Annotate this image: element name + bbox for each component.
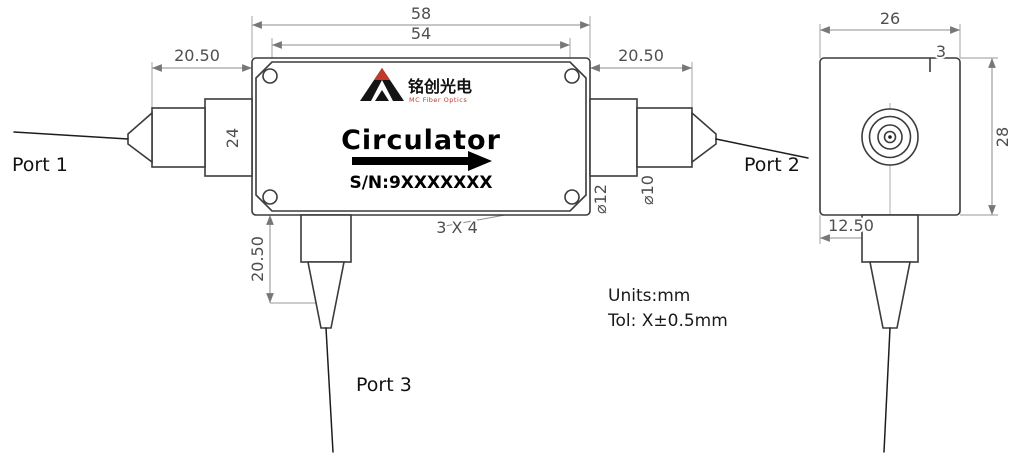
logo-text-en: MC Fiber Optics bbox=[409, 96, 467, 104]
screw-hole bbox=[262, 68, 278, 84]
front-view bbox=[13, 57, 809, 453]
dim-flange-dia: ⌀12 bbox=[591, 184, 610, 214]
dim-flange-size: 24 bbox=[223, 128, 242, 148]
side-port-boot bbox=[869, 261, 911, 329]
dim-side-width: 26 bbox=[880, 9, 900, 28]
dim-chamfer: 3 X 4 bbox=[436, 218, 478, 237]
dimension-labels: 58 54 20.50 20.50 24 20.50 3 X 4 ⌀12 ⌀10… bbox=[172, 2, 1014, 284]
port-labels: Port 1 Port 2 Port 3 bbox=[12, 154, 800, 396]
port2-label: Port 2 bbox=[744, 154, 800, 176]
port1-fiber bbox=[13, 131, 129, 140]
dim-side-step: 3 bbox=[936, 42, 946, 61]
port3-fiber bbox=[325, 327, 334, 453]
dim-cylinder-dia: ⌀10 bbox=[638, 175, 657, 205]
logo-text-cn: 铭创光电 bbox=[408, 77, 472, 96]
dim-port3-length: 20.50 bbox=[248, 236, 267, 282]
port1-boot bbox=[127, 111, 153, 164]
screw-hole bbox=[564, 68, 580, 84]
port1-cylinder bbox=[151, 107, 206, 168]
dim-lid-width: 54 bbox=[411, 24, 431, 43]
units-note: Units:mm bbox=[608, 286, 690, 306]
port3-label: Port 3 bbox=[356, 374, 412, 396]
body-lid-chamfered bbox=[255, 61, 587, 212]
port2-boot bbox=[691, 111, 717, 164]
logo-inner-peak bbox=[375, 90, 389, 101]
port2-cylinder bbox=[636, 107, 693, 168]
direction-arrow-icon bbox=[352, 151, 492, 171]
drawing-notes: Units:mm Tol: X±0.5mm bbox=[607, 286, 728, 331]
dim-side-height: 28 bbox=[993, 127, 1012, 147]
brand-logo bbox=[360, 68, 404, 101]
dim-body-width: 58 bbox=[411, 4, 431, 23]
tolerance-note: Tol: X±0.5mm bbox=[607, 311, 728, 331]
product-name: Circulator bbox=[341, 125, 501, 156]
side-port-fiber bbox=[883, 327, 891, 453]
dim-side-center-offset: 12.50 bbox=[828, 216, 874, 235]
port2-fiber bbox=[715, 138, 809, 159]
dim-port2-length: 20.50 bbox=[618, 46, 664, 65]
port3-flange bbox=[300, 214, 352, 263]
port2-flange bbox=[589, 98, 638, 177]
dim-port1-length: 20.50 bbox=[174, 46, 220, 65]
screw-hole bbox=[262, 189, 278, 205]
serial-number: S/N:9XXXXXXX bbox=[349, 173, 492, 193]
screw-hole bbox=[564, 189, 580, 205]
port3-boot bbox=[307, 261, 345, 329]
side-view bbox=[819, 57, 961, 453]
port1-flange bbox=[204, 98, 253, 177]
side-port-flange bbox=[861, 214, 919, 263]
dimension-lines bbox=[152, 21, 996, 303]
connector-core bbox=[888, 135, 892, 139]
logo-triangle-accent bbox=[374, 68, 390, 80]
port1-label: Port 1 bbox=[12, 154, 68, 176]
body-labels: Circulator S/N:9XXXXXXX 铭创光电 MC Fiber Op… bbox=[341, 77, 501, 193]
